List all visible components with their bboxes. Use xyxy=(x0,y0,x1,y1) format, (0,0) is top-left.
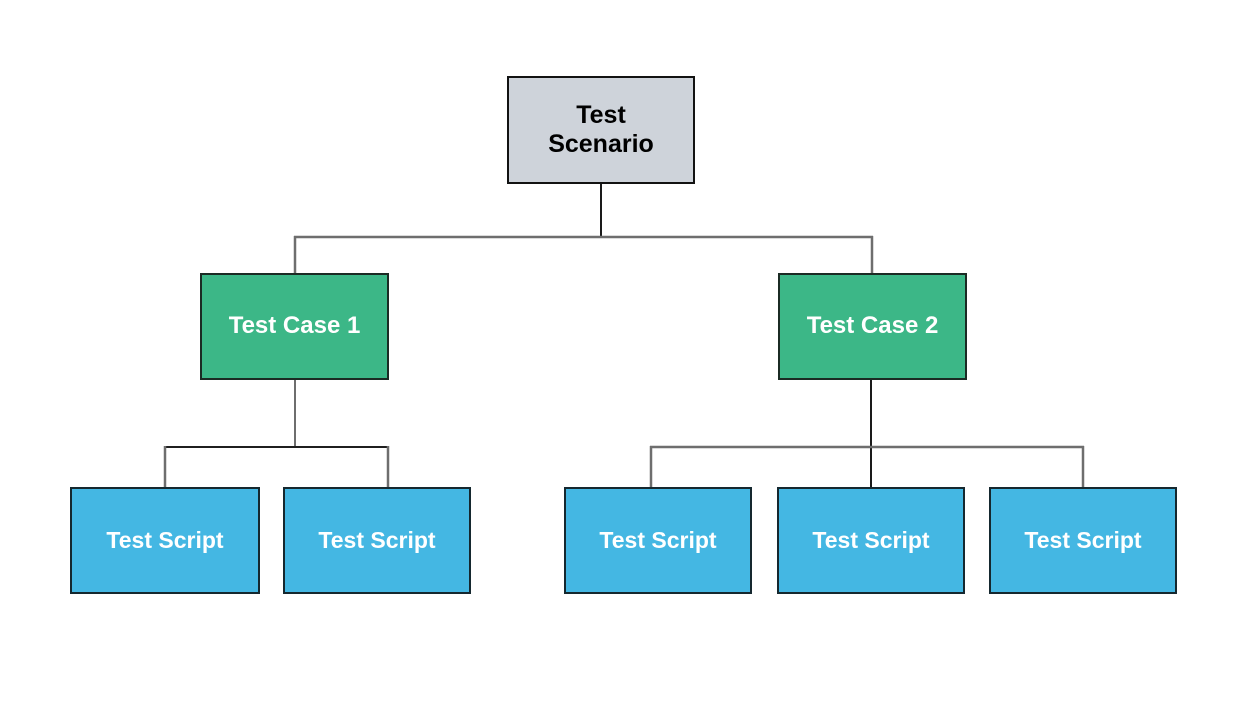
node-test-script-3-label: Test Script xyxy=(599,526,717,553)
node-test-script-5[interactable]: Test Script xyxy=(989,487,1177,594)
node-test-script-2[interactable]: Test Script xyxy=(283,487,471,594)
node-test-script-1[interactable]: Test Script xyxy=(70,487,260,594)
node-test-case-2-label: Test Case 2 xyxy=(806,312,939,340)
node-test-script-4[interactable]: Test Script xyxy=(777,487,965,594)
node-test-script-4-label: Test Script xyxy=(812,526,930,553)
node-test-case-1[interactable]: Test Case 1 xyxy=(200,273,389,380)
node-test-script-5-label: Test Script xyxy=(1024,526,1142,553)
node-test-case-1-label: Test Case 1 xyxy=(228,312,361,340)
node-test-script-1-label: Test Script xyxy=(106,526,224,553)
node-test-scenario[interactable]: Test Scenario xyxy=(507,76,695,184)
node-test-case-2[interactable]: Test Case 2 xyxy=(778,273,967,380)
node-test-scenario-label: Test Scenario xyxy=(548,100,654,159)
node-test-script-2-label: Test Script xyxy=(318,526,436,553)
node-test-script-3[interactable]: Test Script xyxy=(564,487,752,594)
